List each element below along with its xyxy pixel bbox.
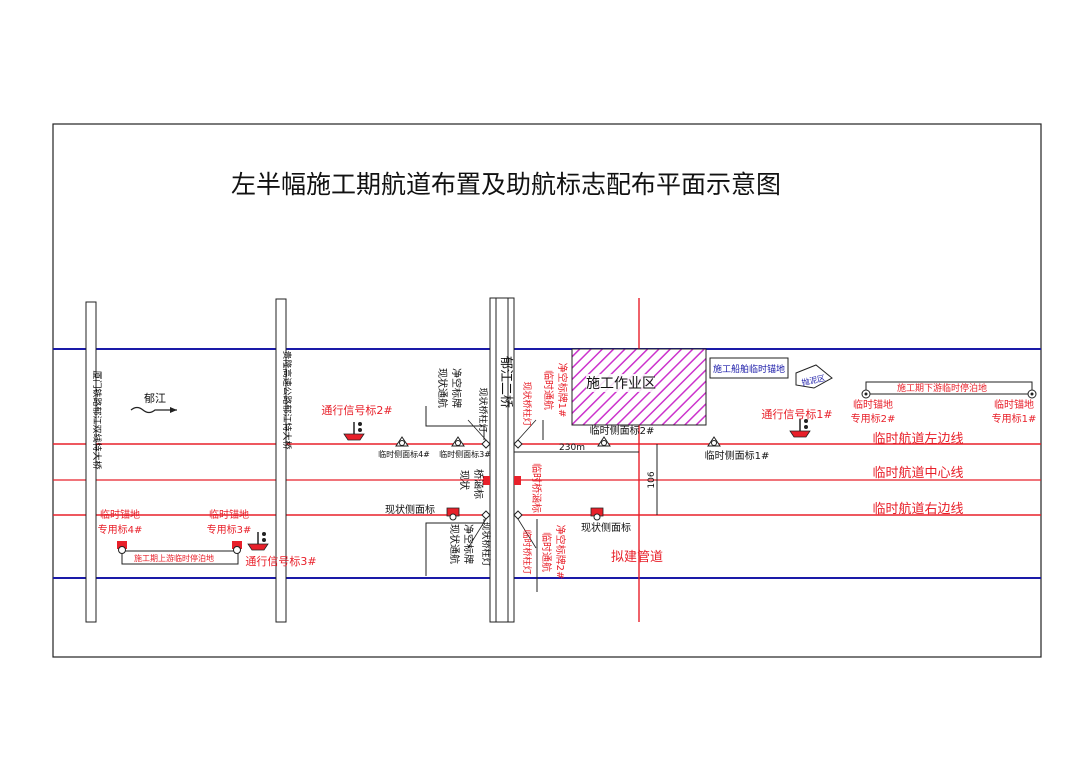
signal-3-label: 通行信号标3# (245, 554, 316, 568)
bridge-light-up-left-icon (481, 439, 491, 449)
channel-left-edge-label: 临时航道左边线 (872, 431, 963, 447)
cur-bridge-light-up-label: 现状桥柱灯 (477, 387, 489, 432)
temp-side-4-label: 临时侧面标4# (378, 449, 430, 459)
cur-clear-1-line1: 现状通航 (436, 368, 449, 408)
bridge-left-label: 厦门铁路郁江双线特大桥 (91, 370, 103, 469)
upstream-berth-label: 施工期上游临时停泊地 (134, 553, 214, 563)
drawing-frame (52, 123, 1042, 658)
signal-mark-1-icon (789, 419, 811, 438)
bridge-center-label: 郁江二桥 (498, 356, 513, 408)
bridge-light-down-right-icon (513, 510, 523, 520)
current-hole-mark-icon (483, 476, 490, 485)
mud-zone-label: 抛泥区 (801, 373, 827, 388)
anchor-4-line2: 专用标4# (98, 523, 143, 536)
temp-bridge-light-up-label: 现状桥柱灯 (521, 381, 533, 426)
temp-side-mark-4-icon (395, 436, 409, 447)
boat-anchor-label: 施工船舶临时锚地 (713, 363, 785, 375)
channel-right-edge-label: 临时航道右边线 (872, 501, 963, 517)
work-zone-label: 施工作业区 (586, 376, 656, 392)
temp-side-mark-2-icon (597, 436, 611, 447)
flow-arrow-icon (130, 406, 177, 414)
anchor-1-line2: 专用标1# (992, 412, 1037, 425)
downstream-berth (865, 381, 1033, 395)
cur-clear-2-line1: 现状通航 (448, 524, 461, 564)
signal-mark-3-icon (247, 532, 269, 551)
temp-clear-2-line2: 净空标牌2# (554, 525, 567, 580)
mud-zone (795, 364, 833, 389)
anchor-mark-2-icon (861, 389, 871, 399)
current-side-right-label: 现状侧面标 (581, 521, 631, 534)
anchor-mark-3-icon (232, 541, 242, 554)
temp-side-1-label: 临时侧面标1# (705, 449, 770, 462)
bridge-middle (275, 298, 287, 623)
temp-side-2-label: 临时侧面标2# (590, 424, 655, 437)
river-name: 郁江 (144, 391, 166, 405)
temp-clear-2-line1: 临时通航 (540, 532, 553, 572)
anchor-1-line1: 临时锚地 (994, 398, 1034, 411)
temp-clear-1-line2: 净空标牌1# (556, 363, 569, 418)
bridge-light-up-right-icon (513, 439, 523, 449)
bridge-left (85, 301, 97, 623)
bridge-middle-label: 贵隆高速公路郁江特大桥 (281, 350, 293, 449)
anchor-3-line2: 专用标3# (207, 523, 252, 536)
downstream-berth-label: 施工期下游临时停泊地 (897, 382, 987, 394)
signal-2-label: 通行信号标2# (321, 403, 392, 417)
anchor-mark-1-icon (1027, 389, 1037, 399)
anchor-2-line2: 专用标2# (851, 412, 896, 425)
bridge-center (489, 297, 515, 623)
diagram-title: 左半幅施工期航道布置及助航标志配布平面示意图 (231, 170, 781, 199)
anchor-mark-4-icon (117, 541, 127, 554)
cur-hole-mark-line2: 桥涵标 (472, 469, 484, 499)
temp-side-mark-1-icon (707, 436, 721, 447)
temp-clear-1-line1: 临时通航 (542, 370, 555, 410)
dim-106-label: 106 (647, 471, 657, 488)
cur-clear-1-leader (425, 406, 485, 440)
signal-mark-2-icon (343, 422, 365, 441)
anchor-3-line1: 临时锚地 (209, 508, 249, 521)
pipeline-label: 拟建管道 (611, 550, 663, 565)
bridge-light-down-left-icon (481, 510, 491, 520)
cur-clear-2-line2: 净空标牌 (462, 524, 475, 564)
cur-clear-2-leader (425, 519, 485, 576)
channel-center-label: 临时航道中心线 (872, 465, 963, 481)
current-side-left-label: 现状侧面标 (385, 503, 435, 516)
signal-1-label: 通行信号标1# (761, 407, 832, 421)
anchor-4-line1: 临时锚地 (100, 508, 140, 521)
cur-hole-mark-line1: 现状 (458, 470, 471, 490)
upstream-berth (121, 550, 239, 565)
cur-bridge-light-down-label: 现状桥柱灯 (480, 521, 492, 566)
temp-hole-mark-icon (514, 476, 521, 485)
current-side-mark-right-icon (590, 507, 604, 521)
temp-side-mark-3-icon (451, 436, 465, 447)
boat-anchor-box (709, 357, 789, 379)
temp-hole-mark-label: 临时桥涵标 (530, 463, 543, 513)
dim-230-label: 230m (559, 443, 585, 453)
temp-bridge-light-down-label: 临时桥柱灯 (521, 529, 533, 574)
cur-clear-1-line2: 净空标牌 (450, 368, 463, 408)
temp-side-3-label: 临时侧面标3# (439, 449, 491, 459)
current-side-mark-left-icon (446, 507, 460, 521)
anchor-2-line1: 临时锚地 (853, 398, 893, 411)
